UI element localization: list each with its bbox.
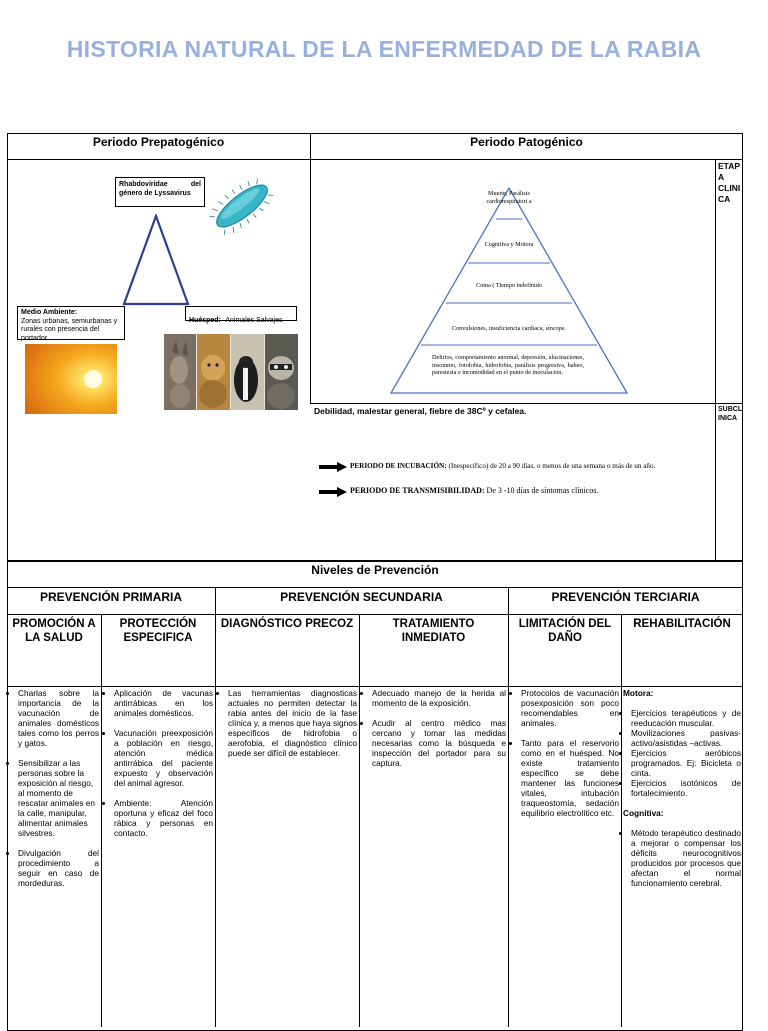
list-item: Las herramientas diagnosticas actuales n… — [228, 688, 357, 758]
list-item: Ejercicios isotónicos de fortalecimiento… — [631, 778, 741, 798]
sun-image — [25, 344, 117, 414]
host-title: Huésped: — [189, 317, 221, 324]
list-item: Charlas sobre la importancia de la vacun… — [18, 688, 99, 748]
pyramid-level-coma: Coma ( Tiempo indefinido — [446, 282, 572, 290]
rehab-motora-title: Motora: — [623, 688, 741, 698]
environment-title: Medio Ambiente: — [21, 309, 121, 318]
etapa-clinica-label: ETAP A CLINI CA — [718, 161, 742, 205]
host-text: Animales Salvajes — [225, 317, 282, 324]
environment-box: Medio Ambiente: Zonas urbanas, semiurban… — [17, 306, 125, 340]
incubation-label: PERIODO DE INCUBACIÓN: — [350, 462, 447, 470]
pathogenic-header: Periodo Patogénico — [310, 135, 743, 149]
col-header-limitacion: LIMITACIÓN DEL DAÑO — [512, 617, 618, 645]
pyramid-level-convulsions: Convulsiones, insuficiencia cardiaca, sí… — [421, 325, 597, 333]
transmission-period: PERIODO DE TRANSMISIBILIDAD: De 3 -10 dí… — [350, 486, 714, 495]
page-title: HISTORIA NATURAL DE LA ENFERMEDAD DE LA … — [0, 36, 768, 63]
list-item: Ambiente: Atención oportuna y eficaz del… — [114, 798, 213, 838]
secondary-prevention-header: PREVENCIÓN SECUNDARIA — [215, 590, 508, 604]
list-item: Método terapéutico destinado a mejorar o… — [631, 828, 741, 888]
col-header-diagnostico: DIAGNÓSTICO PRECOZ — [217, 617, 357, 631]
incubation-text: (Inespecífico) de 20 a 90 días, o menos … — [448, 462, 655, 470]
pyramid-level-death: Muerte, Parálisis cardiorespiratori a — [481, 190, 537, 205]
list-item: Adecuado manejo de la herida al momento … — [372, 688, 506, 708]
list-item: Vacunación preexposición a población en … — [114, 728, 213, 788]
arrow-right-icon — [319, 487, 347, 497]
list-item: Protocolos de vacunación posexposición s… — [521, 688, 619, 728]
list-item: Ejercicios terapéuticos y de reeducación… — [631, 708, 741, 728]
agent-box: Rhabdoviridae del género de Lyssavirus — [115, 177, 205, 207]
prepatogenic-header: Periodo Prepatogénico — [7, 135, 310, 149]
subclinical-symptoms: Debilidad, malestar general, fiebre de 3… — [314, 406, 712, 416]
list-item: Tanto para el reservorio como en el hués… — [521, 738, 619, 818]
environment-text: Zonas urbanas, semiurbanas y rurales con… — [21, 318, 121, 344]
promocion-content: Charlas sobre la importancia de la vacun… — [8, 688, 99, 898]
pyramid-level-delirium: Delirios, comportamiento anormal, depres… — [432, 354, 584, 377]
subclinica-label: SUBCL INICA — [718, 405, 742, 423]
virus-icon — [206, 172, 278, 240]
col-header-proteccion: PROTECCIÓN ESPECIFICA — [104, 617, 212, 645]
diagnostico-content: Las herramientas diagnosticas actuales n… — [218, 688, 357, 768]
list-item: Aplicación de vacunas antirrábicas en lo… — [114, 688, 213, 718]
list-item: Ejercicios aeróbicos programados. Ej: Bi… — [631, 748, 741, 778]
arrow-right-icon — [319, 462, 347, 472]
list-item: Acudir al centro médico mas cercano y to… — [372, 718, 506, 768]
list-item: Divulgación del procedimiento a seguir e… — [18, 848, 99, 888]
proteccion-content: Aplicación de vacunas antirrábicas en lo… — [104, 688, 213, 848]
primary-prevention-header: PREVENCIÓN PRIMARIA — [7, 590, 215, 604]
tertiary-prevention-header: PREVENCIÓN TERCIARIA — [508, 590, 743, 604]
col-header-tratamiento: TRATAMIENTO INMEDIATO — [361, 617, 506, 645]
tratamiento-content: Adecuado manejo de la herida al momento … — [362, 688, 506, 778]
pyramid-level-cognitive: Cognitiva y Motora — [468, 241, 550, 249]
transmission-text: De 3 -10 días de síntomas clínicos. — [487, 486, 599, 495]
col-header-promocion: PROMOCIÓN A LA SALUD — [9, 617, 99, 645]
prevention-levels-header: Niveles de Prevención — [7, 563, 743, 577]
epidemiological-triangle — [120, 214, 192, 306]
transmission-label: PERIODO DE TRANSMISIBILIDAD: — [350, 486, 485, 495]
list-item: Sensibilizar a las personas sobre la exp… — [18, 758, 99, 838]
host-box: Huésped: Animales Salvajes — [185, 306, 297, 321]
rehab-cognitiva-title: Cognitiva: — [623, 808, 741, 818]
col-header-rehabilitacion: REHABILITACIÓN — [623, 617, 741, 631]
agent-text: Rhabdoviridae del género de Lyssavirus — [119, 181, 201, 198]
limitacion-content: Protocolos de vacunación posexposición s… — [511, 688, 619, 828]
incubation-period: PERIODO DE INCUBACIÓN: (Inespecífico) de… — [350, 462, 714, 470]
rehabilitacion-content: Motora: Ejercicios terapéuticos y de ree… — [623, 688, 741, 898]
wild-animals-image — [164, 334, 298, 410]
list-item: Movilizaciones pasivas-activo/asistidas … — [631, 728, 741, 748]
